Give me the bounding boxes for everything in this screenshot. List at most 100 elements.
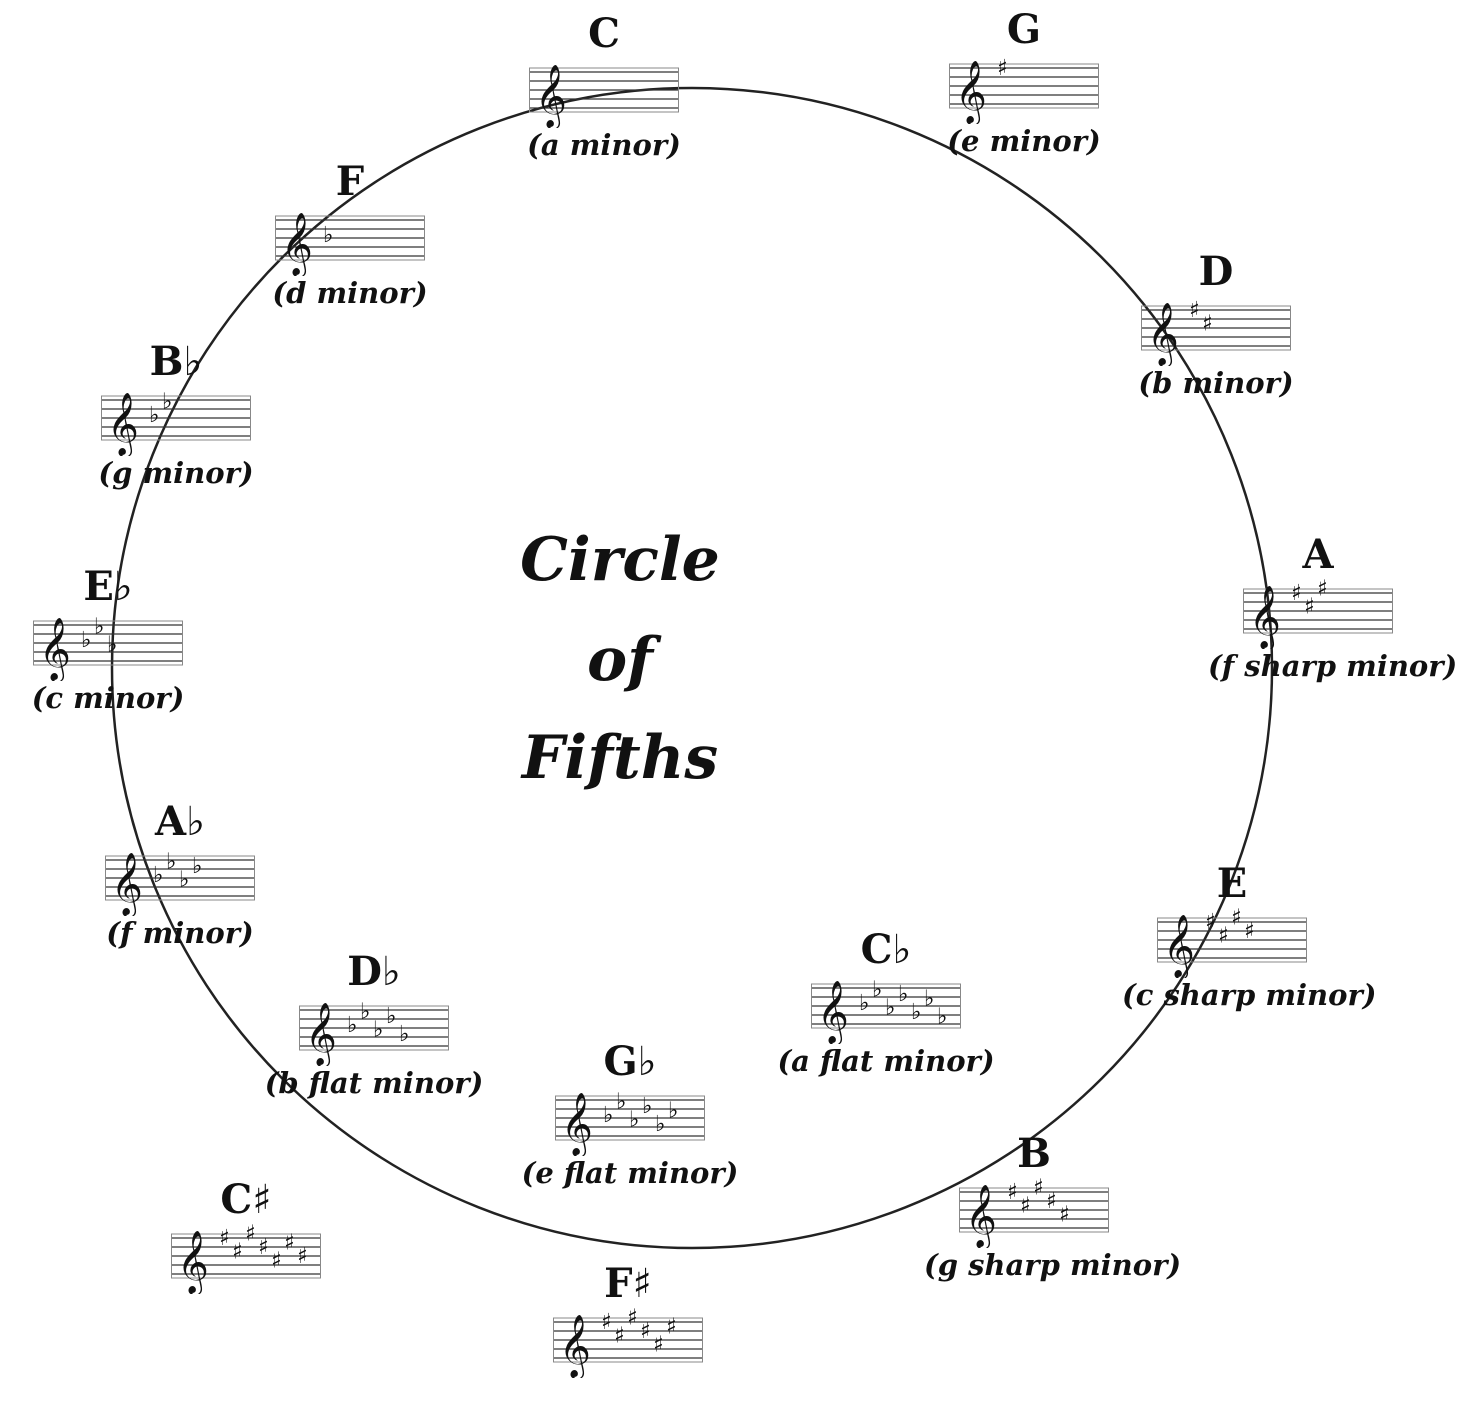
key-e: E𝄞♯♯♯♯(c sharp minor) [1122,860,1376,1013]
major-key-label: E♭ [83,563,133,610]
major-key-label: B♭ [149,338,203,385]
treble-clef: 𝄞 [955,60,987,124]
major-key-label: A♭ [155,798,205,845]
staff-frame [275,215,425,261]
treble-clef: 𝄞 [107,392,139,456]
key-a-flat: A♭𝄞♭♭♭♭(f minor) [70,800,290,950]
flat-sign: ♭ [386,1004,396,1029]
key-g: G𝄞♯(e minor) [914,6,1134,159]
treble-clef: 𝄞 [177,1230,209,1294]
sharp-sign: ♯ [1020,1194,1031,1219]
staff-e: 𝄞♯♯♯♯ [1157,908,1307,978]
major-key-label: B [1017,1130,1051,1177]
major-key-label: E [1216,860,1248,907]
flat-sign: ♭ [399,1022,409,1047]
flat-sign: ♭ [166,850,176,875]
sharp-sign: ♯ [1033,1178,1044,1201]
key-c: C𝄞(a minor) [494,10,714,163]
title-fifths: Fifths [521,723,719,793]
treble-clef: 𝄞 [111,852,143,916]
sharp-sign: ♯ [666,1315,677,1340]
flat-sign: ♭ [373,1018,383,1043]
sharp-sign: ♯ [640,1319,651,1344]
staff-frame [529,67,679,113]
sharp-sign: ♯ [653,1333,664,1358]
flat-sign: ♭ [149,403,159,428]
treble-clef: 𝄞 [305,1002,337,1066]
staff-g-flat: 𝄞♭♭♭♭♭♭ [555,1090,705,1156]
sharp-sign: ♯ [1205,910,1216,935]
flat-sign: ♭ [603,1103,613,1128]
major-key-label: D♭ [347,948,401,995]
sharp-sign: ♯ [627,1308,638,1331]
major-key-label: C [588,10,620,57]
treble-clef: 𝄞 [559,1314,591,1378]
key-c-sharp: C♯𝄞♯♯♯♯♯♯♯ [136,1178,356,1294]
key-b-flat: B♭𝄞♭♭(g minor) [66,338,286,491]
staff-a-flat: 𝄞♭♭♭♭ [105,850,255,916]
sharp-sign: ♯ [1189,298,1200,323]
sharp-sign: ♯ [1046,1189,1057,1214]
major-key-label: A [1302,531,1334,578]
flat-sign: ♭ [655,1112,665,1137]
staff-g: 𝄞♯ [949,56,1099,124]
sharp-sign: ♯ [614,1324,625,1349]
flat-sign: ♭ [911,1000,921,1025]
staff-b: 𝄞♯♯♯♯♯ [959,1178,1109,1248]
staff-frame [811,983,961,1029]
relative-minor-label: (b flat minor) [264,1066,484,1100]
relative-minor-label: (a flat minor) [777,1044,995,1078]
title-circle: Circle [520,525,720,595]
flat-sign: ♭ [898,982,908,1007]
relative-minor-label: (e flat minor) [521,1156,739,1190]
flat-sign: ♭ [347,1013,357,1038]
treble-clef: 𝄞 [1163,914,1195,978]
treble-clef: 𝄞 [817,980,849,1044]
key-d-flat: D♭𝄞♭♭♭♭♭(b flat minor) [264,948,484,1101]
relative-minor-label: (g sharp minor) [924,1248,1182,1282]
sharp-sign: ♯ [232,1240,243,1265]
major-key-label: C♭ [860,926,912,973]
flat-sign: ♭ [629,1108,639,1133]
major-key-label: F [335,158,365,205]
relative-minor-label: (a minor) [527,128,681,162]
flat-sign: ♭ [924,987,934,1012]
key-c-flat: C♭𝄞♭♭♭♭♭♭♭(a flat minor) [776,926,996,1079]
relative-minor-label: (f minor) [106,916,254,950]
title-of: of [587,625,653,695]
staff-frame [949,63,1099,109]
relative-minor-label: (e minor) [947,124,1101,158]
staff-frame [1157,917,1307,963]
relative-minor-label: (d minor) [272,276,428,310]
staff-frame [33,620,183,666]
flat-sign: ♭ [81,628,91,653]
key-a: A𝄞♯♯♯(f sharp minor) [1208,531,1458,684]
sharp-sign: ♯ [245,1224,256,1247]
sharp-sign: ♯ [1304,595,1315,620]
sharp-sign: ♯ [219,1226,230,1251]
sharp-sign: ♯ [1291,581,1302,606]
sharp-sign: ♯ [1007,1180,1018,1205]
treble-clef: 𝄞 [1147,302,1179,366]
sharp-sign: ♯ [1218,924,1229,949]
major-key-label: G [1006,6,1042,53]
flat-sign: ♭ [937,1005,947,1030]
sharp-sign: ♯ [284,1231,295,1256]
staff-d: 𝄞♯♯ [1141,298,1291,366]
relative-minor-label: (f sharp minor) [1208,649,1458,683]
flat-sign: ♭ [642,1094,652,1119]
major-key-label: G♭ [603,1038,657,1085]
sharp-sign: ♯ [297,1244,308,1269]
staff-frame [1141,305,1291,351]
staff-frame [171,1233,321,1279]
treble-clef: 𝄞 [281,212,313,276]
staff-frame [105,855,255,901]
staff-e-flat: 𝄞♭♭♭ [33,615,183,681]
staff-d-flat: 𝄞♭♭♭♭♭ [299,1000,449,1066]
key-d: D𝄞♯♯(b minor) [1106,250,1326,401]
flat-sign: ♭ [107,633,117,658]
relative-minor-label: (g minor) [98,456,254,490]
sharp-sign: ♯ [1059,1203,1070,1228]
sharp-sign: ♯ [1317,579,1328,602]
